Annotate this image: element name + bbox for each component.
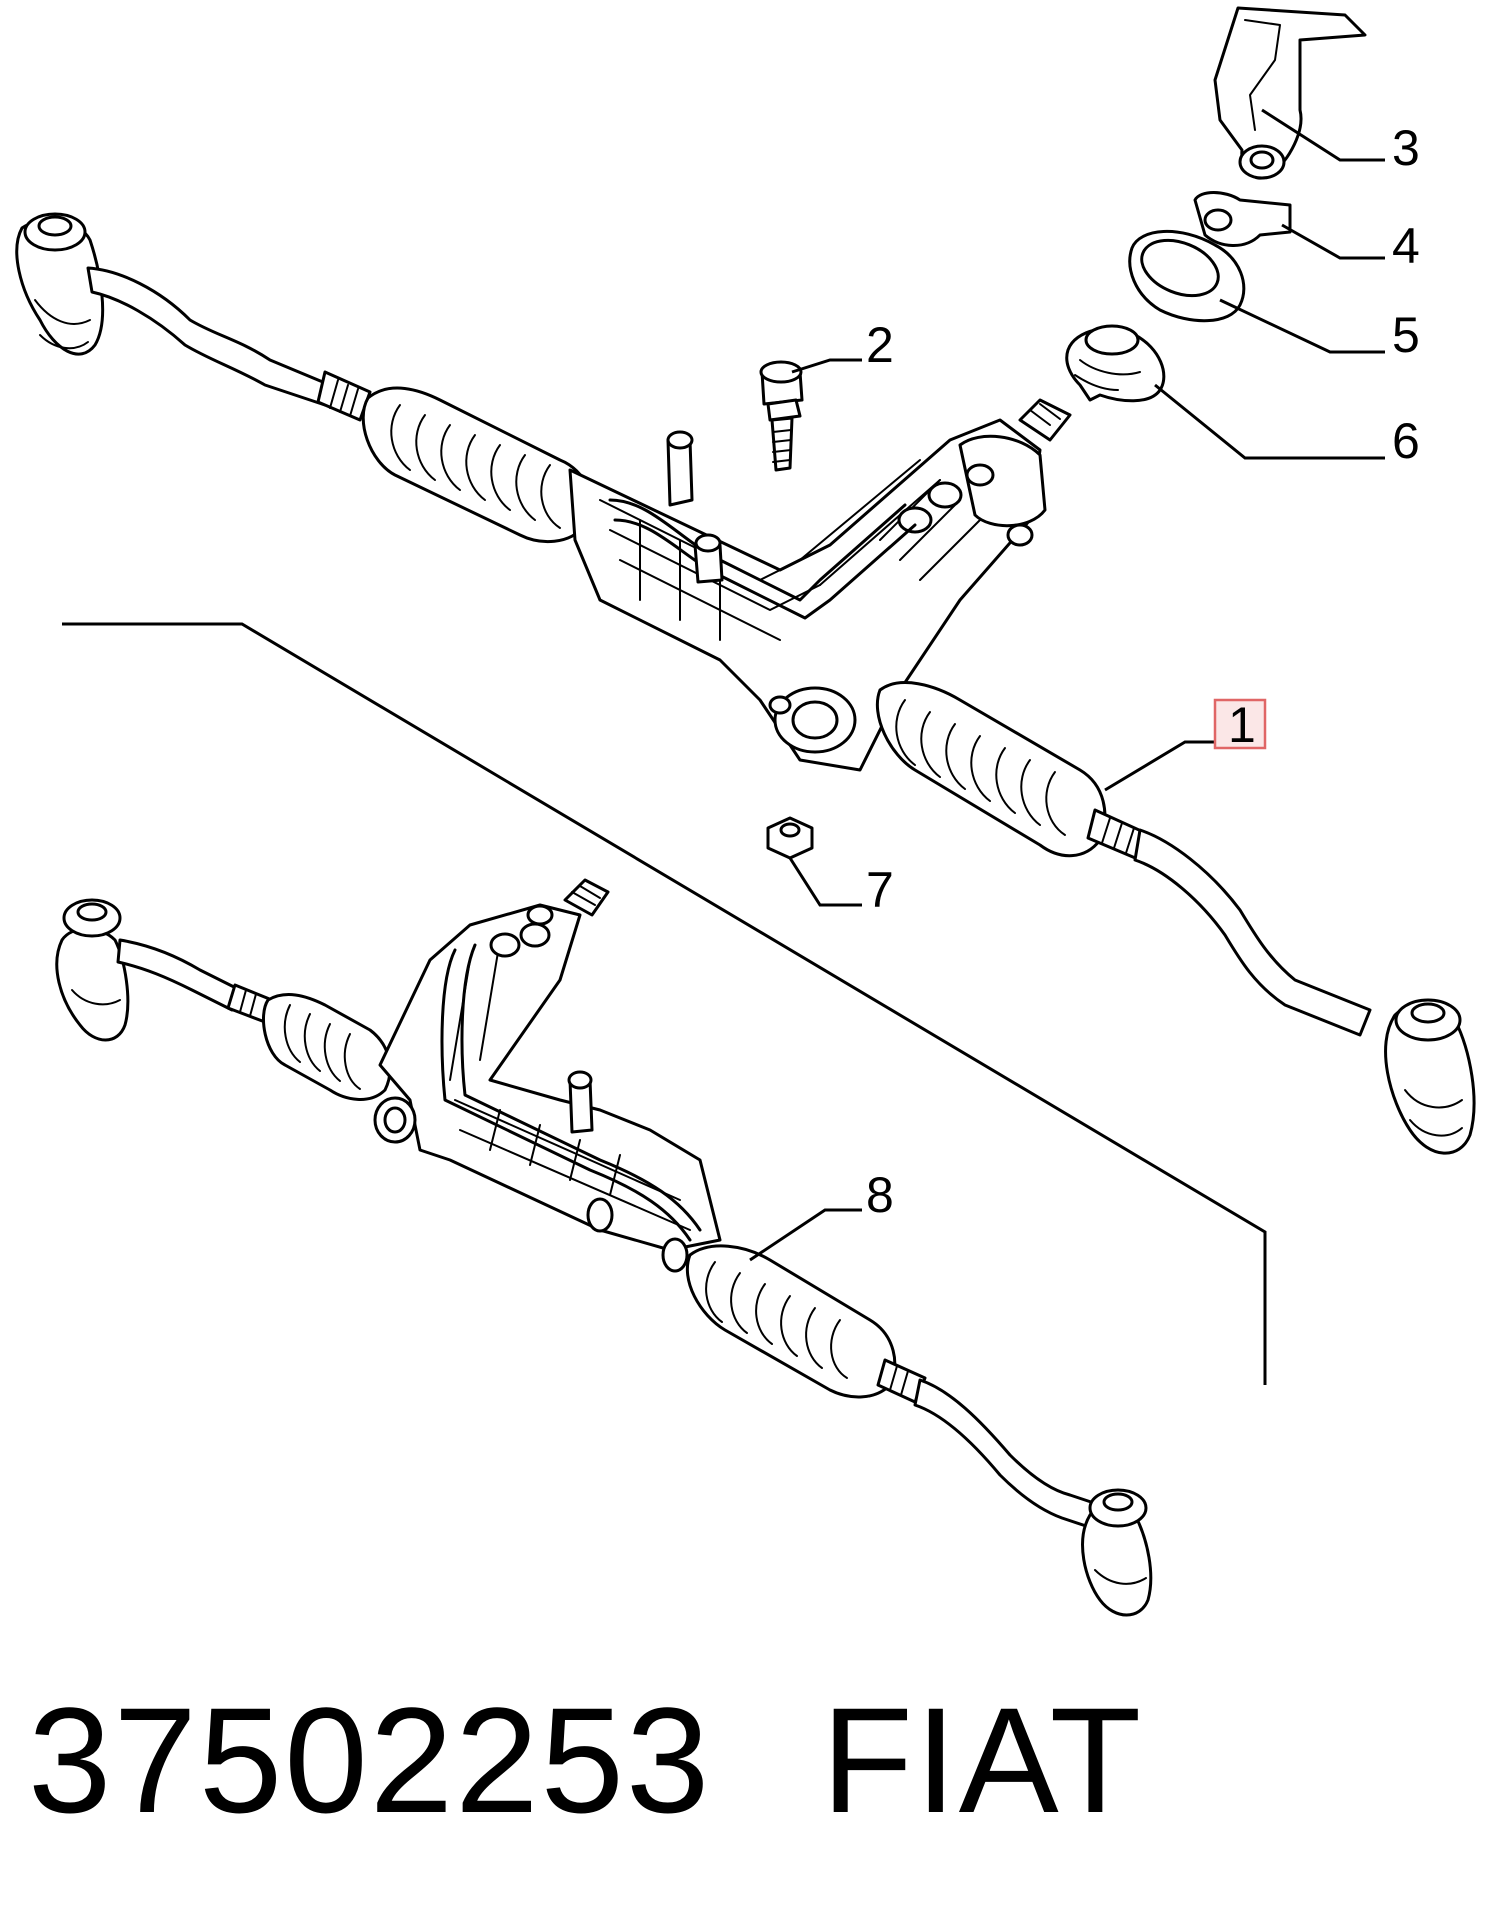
bracket	[1213, 6, 1367, 180]
tie-rod-end-left-lower	[55, 898, 130, 1042]
nut	[766, 816, 814, 860]
leader-6	[1154, 383, 1385, 460]
bolt	[759, 360, 804, 472]
rack-boot-right-upper	[875, 681, 1107, 858]
steering-rack-upper	[15, 212, 1476, 1155]
tie-rod-end-left-upper	[15, 212, 105, 356]
brand-name: FIAT	[821, 1676, 1144, 1844]
leader-3	[1261, 108, 1385, 162]
leader-5	[1219, 298, 1385, 354]
callout-5: 5	[1392, 307, 1420, 363]
tie-rod-end-right-lower	[1081, 1488, 1153, 1617]
rack-housing-lower	[373, 878, 722, 1273]
rack-boot-left-upper	[361, 386, 593, 544]
rack-boot-right-lower	[685, 1244, 897, 1399]
callout-3: 3	[1392, 120, 1420, 176]
callout-1: 1	[1228, 697, 1256, 753]
callout-6: 6	[1392, 413, 1420, 469]
part-info-footer: 37502253 FIAT	[28, 1680, 1143, 1840]
rack-boot-left-lower	[262, 993, 392, 1101]
callout-1-highlight	[1213, 698, 1267, 750]
callout-4: 4	[1392, 218, 1420, 274]
tie-rod-thread-left	[316, 370, 372, 422]
callout-7: 7	[866, 862, 894, 918]
leader-1	[1104, 740, 1220, 792]
leader-4	[1281, 223, 1385, 260]
rack-housing-upper	[568, 398, 1072, 772]
callout-8: 8	[866, 1167, 894, 1223]
part-number: 37502253	[28, 1676, 712, 1844]
callout-2: 2	[866, 317, 894, 373]
bush	[1065, 324, 1166, 403]
seal-ring	[1128, 229, 1246, 323]
leader-7	[788, 857, 862, 907]
leader-2	[791, 358, 862, 374]
clamp	[1193, 191, 1292, 247]
assembly-divider-line	[62, 622, 1267, 1385]
leader-8	[749, 1208, 862, 1262]
tie-rod-end-right-upper	[1384, 998, 1476, 1155]
steering-rack-lower	[55, 878, 1153, 1617]
